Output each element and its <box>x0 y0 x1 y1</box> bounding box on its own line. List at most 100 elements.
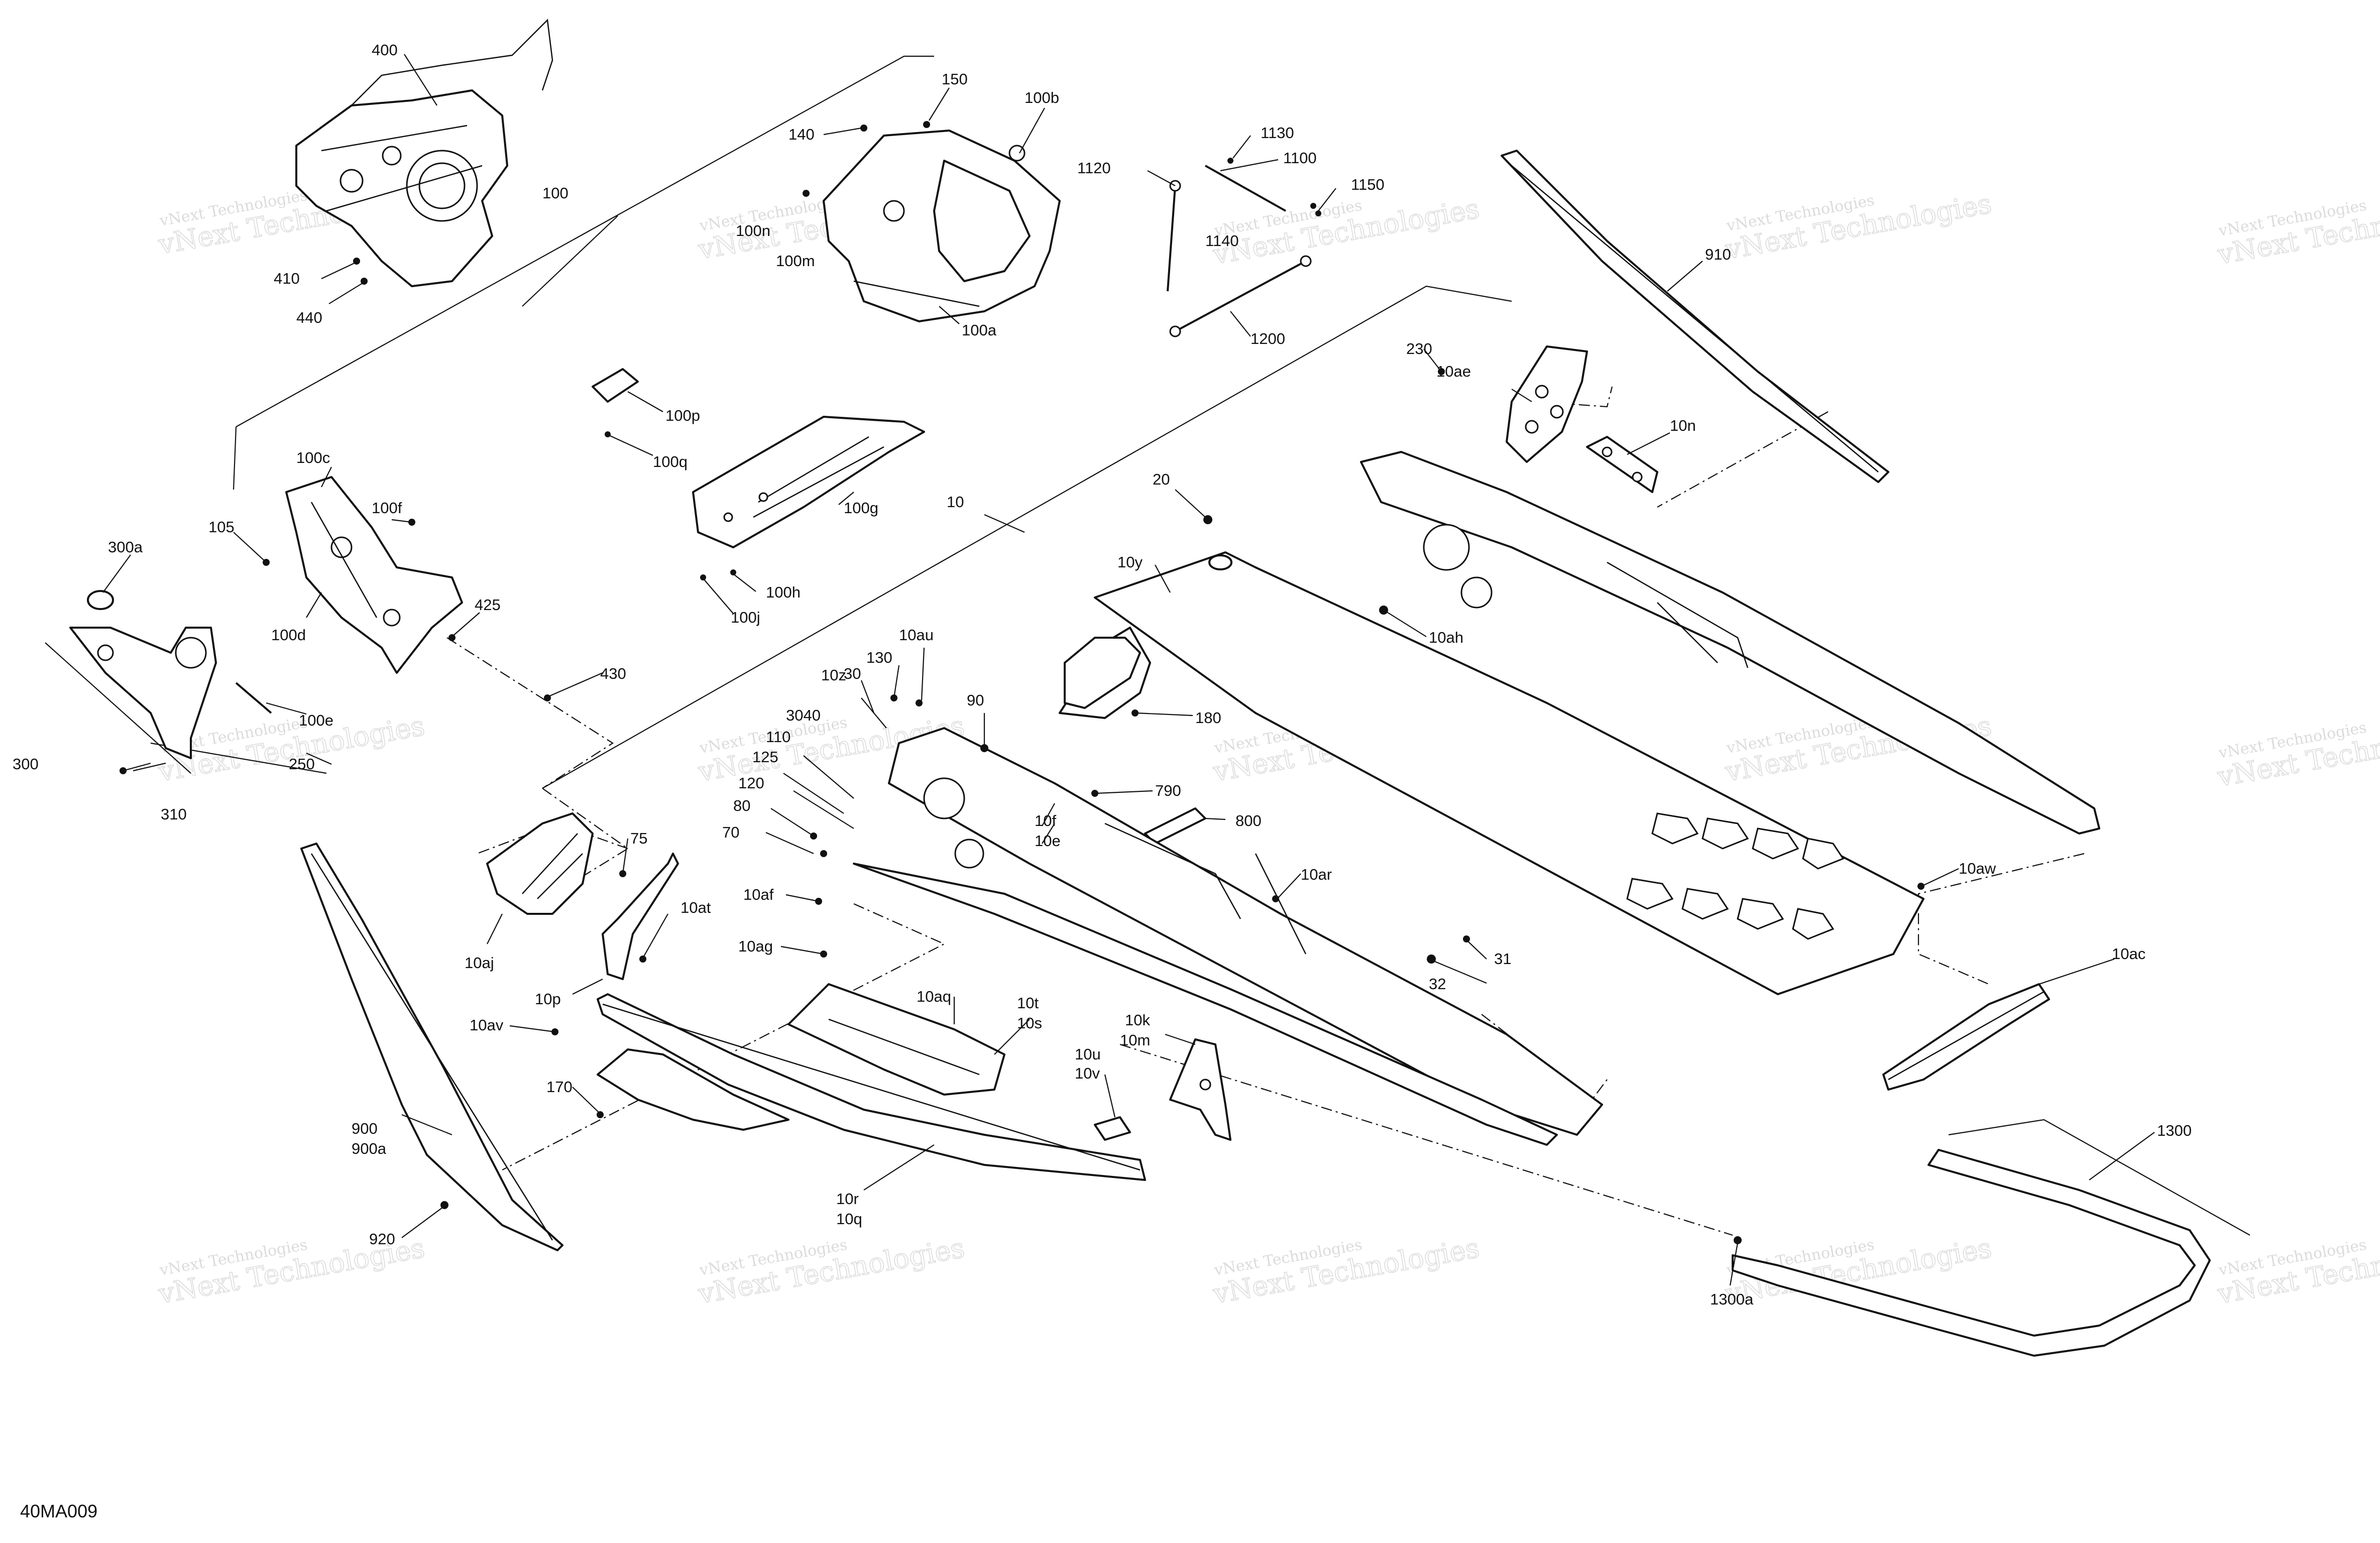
callout-label: 100e <box>299 711 333 729</box>
callout-label: 300a <box>108 538 143 556</box>
watermark: vNext Technologies vNext Technologies <box>2214 715 2380 793</box>
part-10aj-bracket <box>486 812 594 915</box>
callout-label: 100m <box>776 252 815 270</box>
callout-label: 1120 <box>1077 159 1111 177</box>
callout-label: 410 <box>274 270 300 287</box>
bracket-10 <box>542 285 1512 789</box>
callout-label: 440 <box>296 309 322 326</box>
callout-label: 1300 <box>2157 1122 2192 1139</box>
part-1100-rods <box>1167 165 1312 337</box>
callout-label: 170 <box>546 1078 573 1096</box>
part-10n-bracket <box>1586 436 1658 493</box>
callout-label: 10ae <box>1436 363 1471 380</box>
bracket-100 <box>236 55 934 427</box>
callout-label: 1100 <box>1283 149 1317 167</box>
part-800-plate <box>1144 807 1206 845</box>
part-170-bracket <box>597 1048 789 1131</box>
callout-label: 10s <box>1017 1014 1042 1032</box>
callout-label: 1140 <box>1205 232 1239 250</box>
callout-label: 140 <box>788 126 815 143</box>
callout-label: 10e <box>1035 832 1061 850</box>
callout-label: 105 <box>208 518 235 536</box>
callout-label: 100p <box>665 407 700 424</box>
callout-label: 70 <box>722 823 739 841</box>
part-10ae-bracket <box>1506 345 1588 463</box>
callout-label: 250 <box>289 755 315 773</box>
part-100e-tube <box>235 682 272 714</box>
callout-label: 10aq <box>917 988 951 1005</box>
watermark: vNext Technologies vNext Technologies <box>695 1232 967 1311</box>
callout-label: 430 <box>600 665 626 682</box>
callout-label: 1200 <box>1251 330 1285 347</box>
watermark: vNext Technologies vNext Technologies <box>2214 1232 2380 1311</box>
callout-label: 130 <box>866 649 892 666</box>
callout-label: 100g <box>844 499 878 517</box>
callout-label: 10r <box>836 1190 859 1208</box>
callout-label: 180 <box>1195 709 1221 727</box>
callout-label: 10t <box>1017 994 1039 1012</box>
part-100g-plate <box>692 416 925 548</box>
leader-lines <box>102 54 2155 1286</box>
bracket-1300 <box>1948 1119 2250 1236</box>
part-400-front-frame <box>295 19 553 287</box>
assembly-line <box>446 637 614 789</box>
callout-label: 30 <box>844 665 861 682</box>
callout-label: 10aj <box>465 954 494 972</box>
watermark: vNext Technologies vNext Technologies <box>1210 1232 1482 1311</box>
callout-label: 100a <box>962 321 997 339</box>
assembly-line <box>1657 411 1829 508</box>
callout-label: 300 <box>13 755 39 773</box>
watermark: vNext Technologies vNext Technologies <box>2214 192 2380 271</box>
callout-label: 10ag <box>738 937 773 955</box>
callout-label: 10aw <box>1959 860 1996 877</box>
callout-labels: 400 150 100b 140 1130 1120 1100 1150 114… <box>13 41 2192 1308</box>
assembly-line <box>1917 853 2085 985</box>
callout-label: 10p <box>535 990 561 1008</box>
part-300-bracket <box>69 590 217 759</box>
callout-label: 31 <box>1494 950 1511 968</box>
callout-label: 10ac <box>2112 945 2145 963</box>
callout-label: 10u <box>1075 1045 1101 1063</box>
callout-label: 100c <box>296 449 330 466</box>
part-10k-bracket <box>1169 1038 1231 1141</box>
part-100p-cap <box>592 368 639 403</box>
callout-label: 1150 <box>1351 176 1385 193</box>
callout-label: 10f <box>1035 812 1056 829</box>
callout-label: 10 <box>947 493 964 511</box>
part-910-brace <box>1501 150 1889 483</box>
part-10at-arm <box>602 853 679 980</box>
callout-label: 10ah <box>1429 629 1463 646</box>
callout-label: 20 <box>1153 470 1170 488</box>
callout-label: 910 <box>1705 246 1731 263</box>
part-10y-fender <box>1064 554 1232 709</box>
callout-label: 10at <box>681 899 711 916</box>
callout-label: 900 <box>352 1120 378 1137</box>
callout-label: 100n <box>736 222 770 240</box>
callout-label: 75 <box>630 829 647 847</box>
callout-label: 10af <box>743 886 774 903</box>
diagram-code: 40MA009 <box>20 1501 97 1521</box>
part-10aq-bracket <box>787 983 1005 1096</box>
callout-label: 10k <box>1125 1011 1150 1029</box>
callout-label: 150 <box>942 70 968 88</box>
callout-label: 1130 <box>1261 124 1294 142</box>
callout-label: 1300a <box>1710 1290 1754 1308</box>
callout-label: 100h <box>766 583 801 601</box>
callout-label: 100d <box>271 626 306 644</box>
part-900-rail <box>300 843 563 1251</box>
part-100a-frame <box>823 130 1061 322</box>
bracket-300 <box>45 642 191 774</box>
callout-label: 10z <box>821 666 846 684</box>
callout-label: 900a <box>352 1140 387 1157</box>
watermark: vNext Technologies vNext Technologies <box>1722 187 1994 266</box>
group-brackets <box>45 55 2250 1236</box>
callout-label: 10n <box>1670 417 1696 434</box>
callout-label: 120 <box>738 774 764 792</box>
callout-label: 110 <box>766 728 790 746</box>
assembly-line <box>477 822 628 855</box>
callout-label: 790 <box>1155 782 1181 799</box>
callout-label: 90 <box>967 691 984 709</box>
assembly-line <box>1119 1043 1733 1236</box>
callout-label: 100f <box>372 499 402 517</box>
callout-label: 32 <box>1429 975 1446 993</box>
